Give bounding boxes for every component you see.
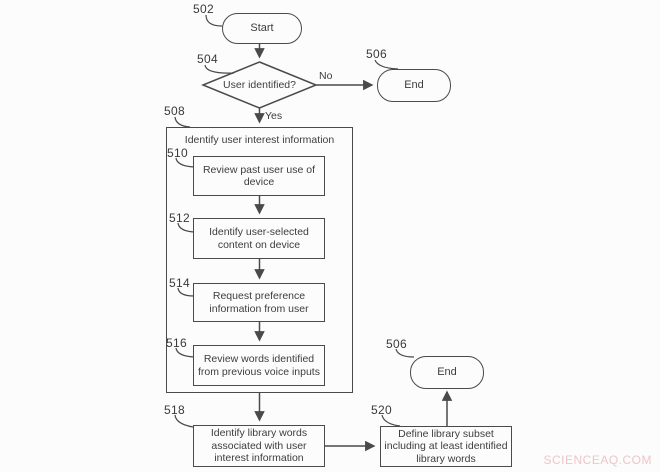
- ref-518: 518: [164, 403, 185, 417]
- group-identify-user-interest: Identify user interest information: [166, 127, 353, 393]
- ref-516: 516: [166, 336, 187, 350]
- end-node-bottom: End: [410, 356, 484, 389]
- ref-504: 504: [197, 52, 218, 66]
- decision-label: User identified?: [223, 79, 296, 91]
- start-node: Start: [222, 13, 302, 44]
- step-define-library-subset: Define library subset including at least…: [380, 426, 512, 467]
- step-identify-library-words: Identify library words associated with u…: [193, 425, 325, 467]
- ref-510: 510: [167, 146, 188, 160]
- group-title: Identify user interest information: [184, 134, 335, 146]
- leader-508: [174, 116, 191, 128]
- step-514-label: Request preference information from user: [209, 290, 309, 315]
- step-518-label: Identify library words associated with u…: [210, 427, 308, 465]
- leader-506-bottom: [395, 348, 415, 358]
- ref-506-top: 506: [366, 47, 387, 61]
- leader-504: [204, 64, 235, 74]
- start-label: Start: [250, 22, 274, 35]
- ref-514: 514: [169, 276, 190, 290]
- decision-user-identified: User identified?: [203, 62, 316, 108]
- leader-514: [177, 287, 195, 297]
- leader-502: [205, 14, 223, 27]
- leader-510: [175, 157, 195, 168]
- leader-518: [174, 414, 194, 428]
- ref-506-bottom: 506: [386, 337, 407, 351]
- leader-512: [177, 222, 195, 233]
- step-512-label: Identify user-selected content on device: [209, 226, 309, 251]
- step-review-past-use: Review past user use of device: [193, 156, 325, 196]
- leader-520: [381, 414, 401, 427]
- ref-502: 502: [193, 2, 214, 16]
- leader-516: [175, 347, 195, 358]
- step-identify-user-selected-content: Identify user-selected content on device: [193, 218, 325, 259]
- ref-512: 512: [169, 211, 190, 225]
- watermark-text: SCIENCEAQ.COM: [543, 453, 652, 467]
- end-bottom-label: End: [437, 366, 457, 379]
- leader-506-top: [374, 59, 399, 70]
- step-request-preference-info: Request preference information from user: [193, 283, 325, 322]
- branch-label-yes: Yes: [265, 110, 283, 122]
- branch-label-no: No: [319, 70, 333, 82]
- step-review-words-voice-inputs: Review words identified from previous vo…: [193, 345, 325, 386]
- ref-520: 520: [371, 403, 392, 417]
- ref-508: 508: [164, 104, 185, 118]
- end-node-top: End: [377, 69, 451, 102]
- step-510-label: Review past user use of device: [202, 163, 316, 189]
- end-top-label: End: [404, 79, 424, 92]
- step-516-label: Review words identified from previous vo…: [198, 353, 320, 378]
- step-520-label: Define library subset including at least…: [384, 427, 508, 465]
